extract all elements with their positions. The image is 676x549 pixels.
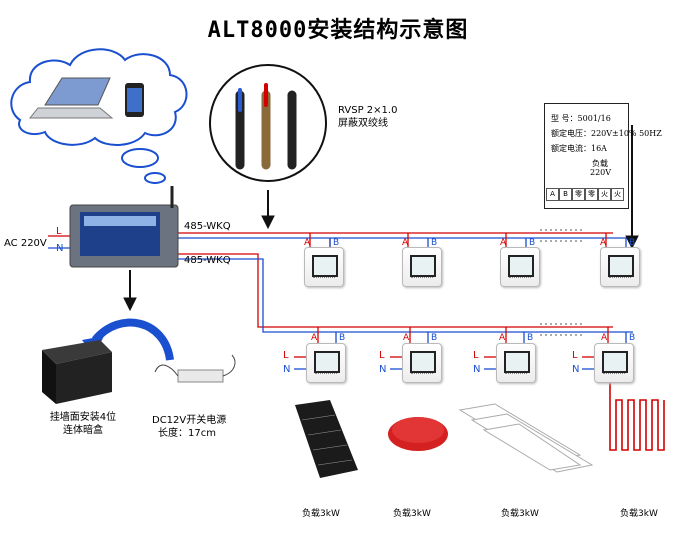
current-value: 16A [591, 144, 607, 153]
load-label: 负载 [592, 159, 608, 168]
load-label-1: 负载3kW [302, 509, 340, 519]
n-label: N [283, 364, 291, 375]
phone-icon [125, 83, 144, 117]
wall-box-label-2: 连体暗盒 [63, 425, 103, 436]
heating-film-icon [295, 400, 358, 478]
nameplate: 型 号：5001/16 额定电压：220V±10% 50HZ 额定电流：16A … [544, 103, 662, 209]
cable-spec: RVSP 2×1.0 [338, 105, 398, 116]
thermostat-6 [402, 343, 442, 383]
l-label: L [283, 350, 289, 361]
power-l-label: L [56, 226, 62, 237]
psu-icon [154, 354, 236, 383]
voltage-value: 220V±10% 50HZ [591, 129, 662, 138]
l-label: L [379, 350, 385, 361]
thermostat-8 [594, 343, 634, 383]
n-label: N [473, 364, 481, 375]
thermostat-3 [500, 247, 540, 287]
terminal-4: 火 [598, 188, 611, 201]
terminal-a-label: A [402, 238, 409, 248]
l-label: L [473, 350, 479, 361]
thermostat-5 [306, 343, 346, 383]
load-label-4: 负载3kW [620, 509, 658, 519]
terminal-b-label: B [339, 333, 346, 343]
thermostat-4 [600, 247, 640, 287]
heating-cable-icon [388, 417, 448, 451]
terminal-3: 零 [585, 188, 598, 201]
thermostat-7 [496, 343, 536, 383]
psu-label-2: 长度：17cm [158, 428, 216, 439]
terminal-b-label: B [527, 333, 534, 343]
terminal-a-label: A [403, 333, 410, 343]
terminal-b-label: B [333, 238, 340, 248]
model-label: 型 号： [551, 114, 578, 123]
terminal-b-label: B [529, 238, 536, 248]
bus-label-1: 485-WKQ [184, 221, 231, 232]
page-title: ALT8000安装结构示意图 [207, 18, 469, 43]
terminal-a-label: A [500, 238, 507, 248]
heating-tube-icon [609, 372, 665, 451]
terminal-a-label: A [499, 333, 506, 343]
l-label: L [572, 350, 578, 361]
terminal-a-label: A [600, 238, 607, 248]
psu-label-1: DC12V开关电源 [152, 415, 227, 426]
terminal-5: 火 [611, 188, 624, 201]
terminal-b-label: B [431, 238, 438, 248]
terminal-0: A [546, 188, 559, 201]
bus-label-2: 485-WKQ [184, 255, 231, 266]
heating-panel-icon [458, 403, 594, 473]
terminal-2: 零 [572, 188, 585, 201]
thermostat-1 [304, 247, 344, 287]
wall-box-label-1: 挂墙面安装4位 [49, 412, 117, 423]
voltage-label: 额定电压： [551, 129, 591, 138]
wall-box-icon [42, 340, 112, 404]
terminal-a-label: A [304, 238, 311, 248]
load-label-2: 负载3kW [393, 509, 431, 519]
power-n-label: N [56, 243, 64, 254]
terminal-b-label: B [431, 333, 438, 343]
terminal-b-label: B [629, 238, 636, 248]
terminal-1: B [559, 188, 572, 201]
controller-device [69, 186, 179, 268]
load-voltage: 220V [590, 168, 612, 177]
terminal-a-label: A [311, 333, 318, 343]
load-label-3: 负载3kW [501, 509, 539, 519]
power-label: AC 220V [4, 238, 47, 249]
n-label: N [572, 364, 580, 375]
terminal-b-label: B [629, 333, 636, 343]
thermostat-2 [402, 247, 442, 287]
laptop-icon [28, 77, 114, 119]
current-label: 额定电流： [551, 144, 591, 153]
cable-name: 屏蔽双绞线 [338, 118, 388, 129]
n-label: N [379, 364, 387, 375]
model-value: 5001/16 [577, 114, 611, 123]
terminal-a-label: A [601, 333, 608, 343]
